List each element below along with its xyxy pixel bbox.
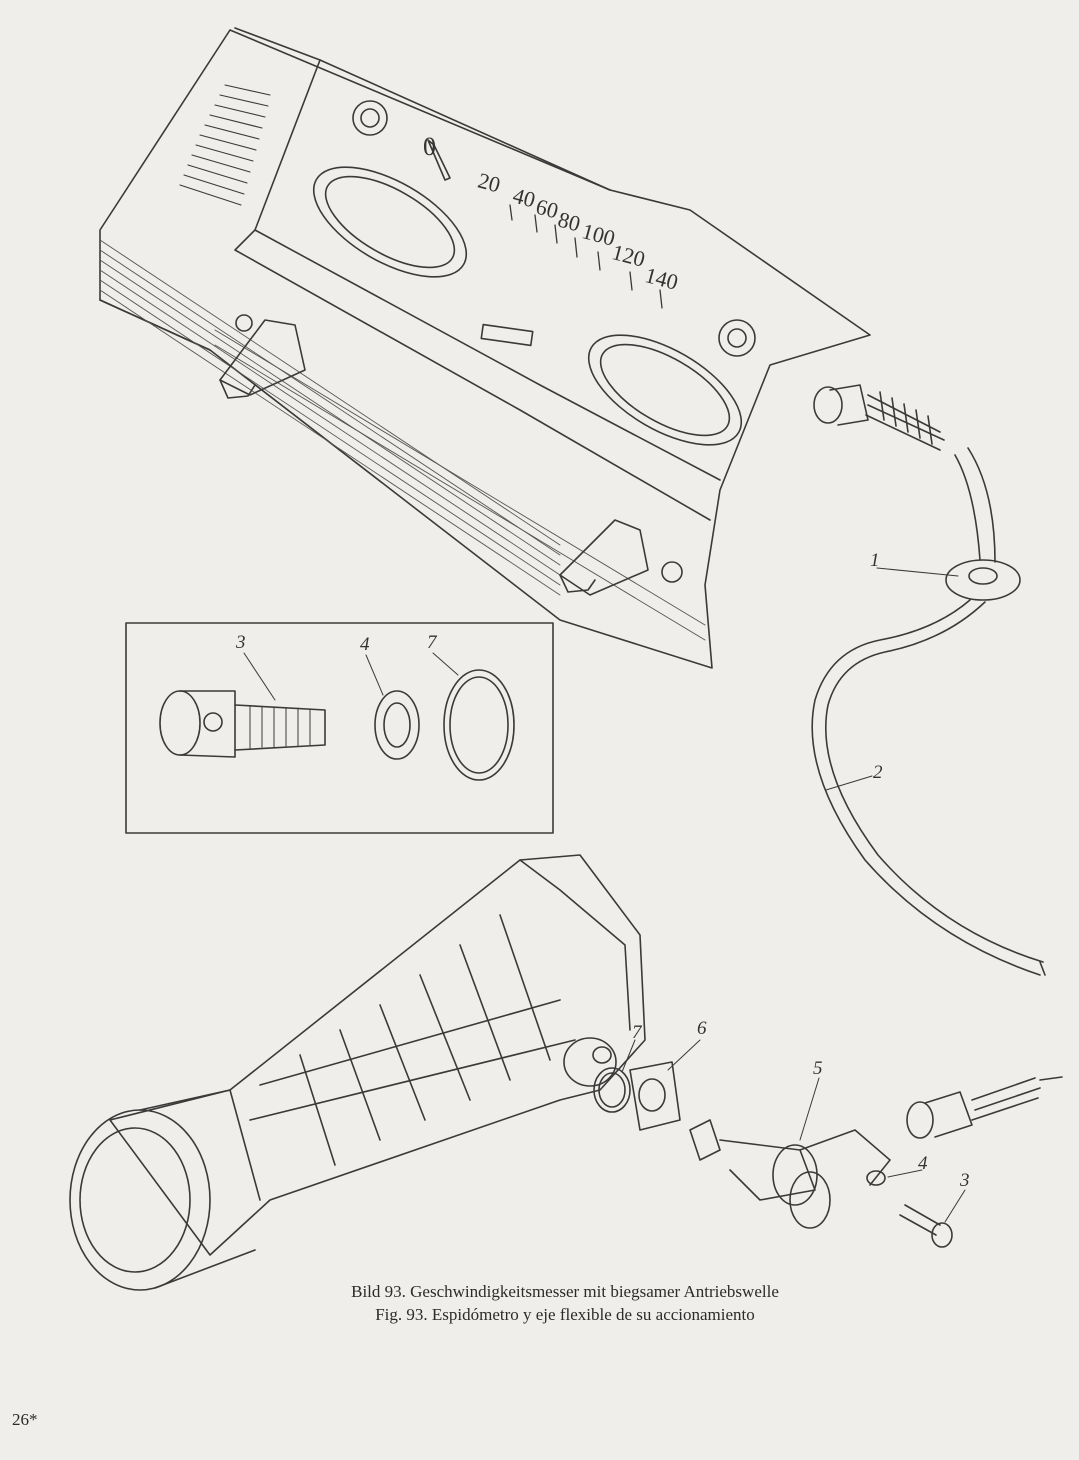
callout-5: 5 <box>813 1058 823 1079</box>
callout-2: 2 <box>873 762 883 783</box>
parts-inset <box>125 622 554 834</box>
callout-1: 1 <box>870 550 880 571</box>
callout-7-inset: 7 <box>427 632 437 653</box>
caption-spanish: Fig. 93. Espidómetro y eje flexible de s… <box>375 1305 755 1324</box>
drive-parts <box>593 1061 1063 1248</box>
callout-4-inset: 4 <box>360 634 370 655</box>
callout-4: 4 <box>918 1153 928 1174</box>
callout-3: 3 <box>960 1170 970 1191</box>
callout-3-inset: 3 <box>236 632 246 653</box>
callout-7: 7 <box>632 1022 642 1043</box>
caption-german: Bild 93. Geschwindigkeitsmesser mit bieg… <box>351 1282 779 1301</box>
flexible-shaft <box>811 384 1046 976</box>
gearbox-housing <box>69 854 646 1291</box>
leader-lines <box>243 567 966 1223</box>
callout-6: 6 <box>697 1018 707 1039</box>
page-number: 26* <box>12 1410 38 1429</box>
speed-scale-0: 0 <box>423 132 436 161</box>
instrument-panel <box>99 27 871 669</box>
figure-caption: Bild 93. Geschwindigkeitsmesser mit bieg… <box>240 1280 890 1326</box>
